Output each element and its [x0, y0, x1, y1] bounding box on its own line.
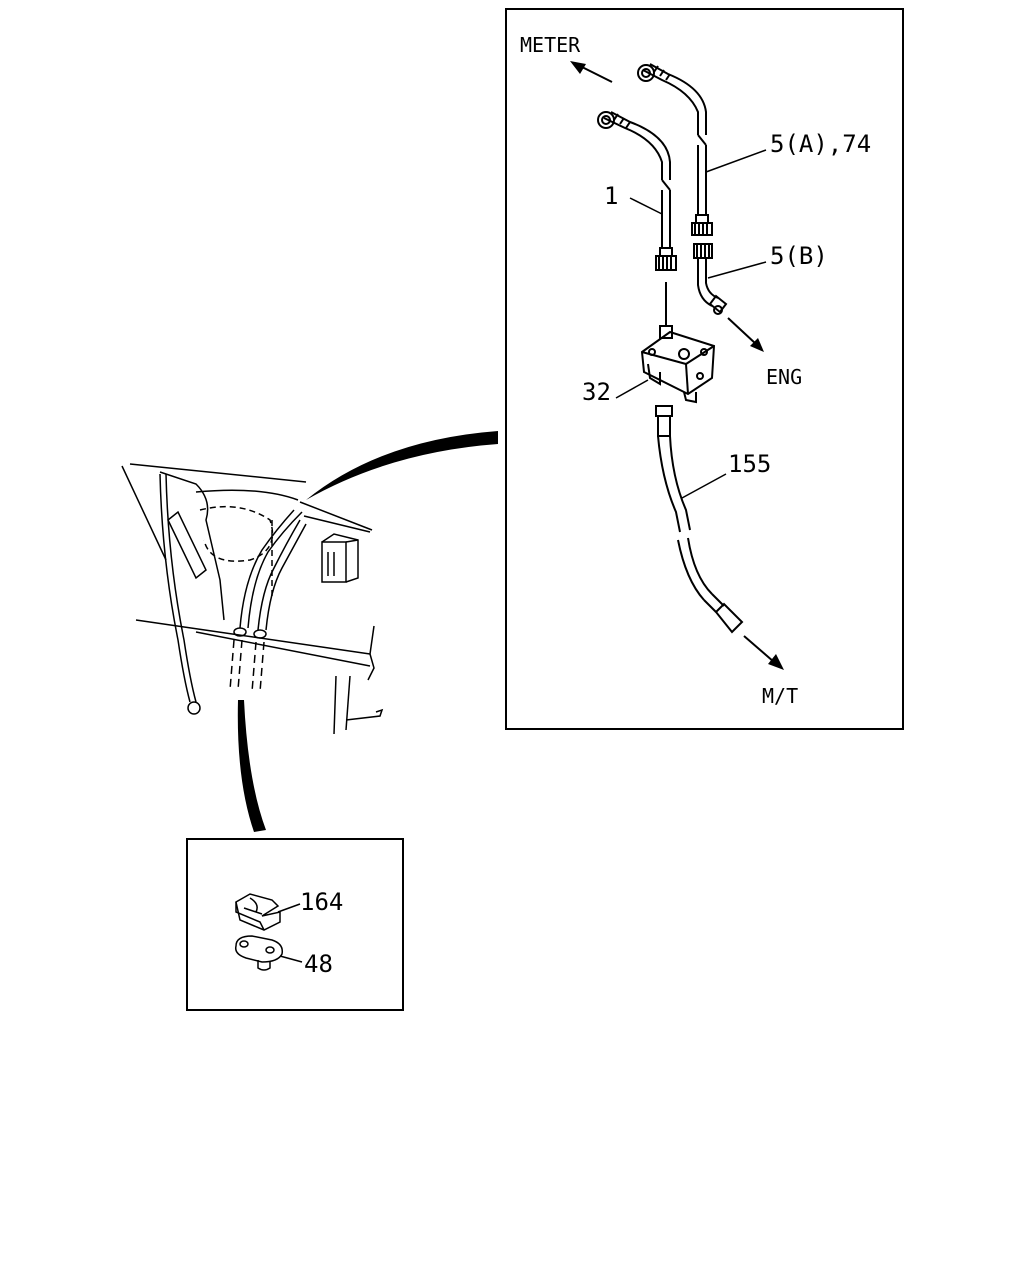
engine-direction-arrow	[727, 317, 764, 352]
callout-wedge-lower	[237, 700, 266, 832]
cable-5b	[693, 243, 728, 315]
vehicle-overview	[121, 463, 384, 735]
cable-1	[597, 111, 677, 271]
cable-5a-74	[637, 63, 713, 236]
part-label-1: 1	[604, 182, 618, 210]
part-label-32: 32	[582, 378, 611, 406]
part-label-164: 164	[300, 888, 343, 916]
part-label-155: 155	[728, 450, 771, 478]
meter-direction-arrow	[570, 61, 613, 83]
part-label-48: 48	[304, 950, 333, 978]
part-label-5b: 5(B)	[770, 242, 828, 270]
mt-direction-arrow	[743, 635, 784, 670]
meter-label: METER	[520, 33, 581, 57]
grommet-48	[234, 935, 284, 971]
leader-164	[277, 903, 301, 913]
clip-164	[235, 893, 281, 931]
detail-frame-main	[505, 8, 904, 730]
mt-label: M/T	[762, 684, 798, 708]
part-label-5a-74: 5(A),74	[770, 130, 871, 158]
leader-lines-main	[615, 149, 767, 499]
callout-wedge-upper	[306, 431, 498, 500]
leader-48	[279, 955, 303, 963]
engine-label: ENG	[766, 365, 802, 389]
gear-box-32	[640, 325, 716, 404]
cable-155	[655, 405, 744, 634]
detail-frame-small	[186, 838, 404, 1011]
